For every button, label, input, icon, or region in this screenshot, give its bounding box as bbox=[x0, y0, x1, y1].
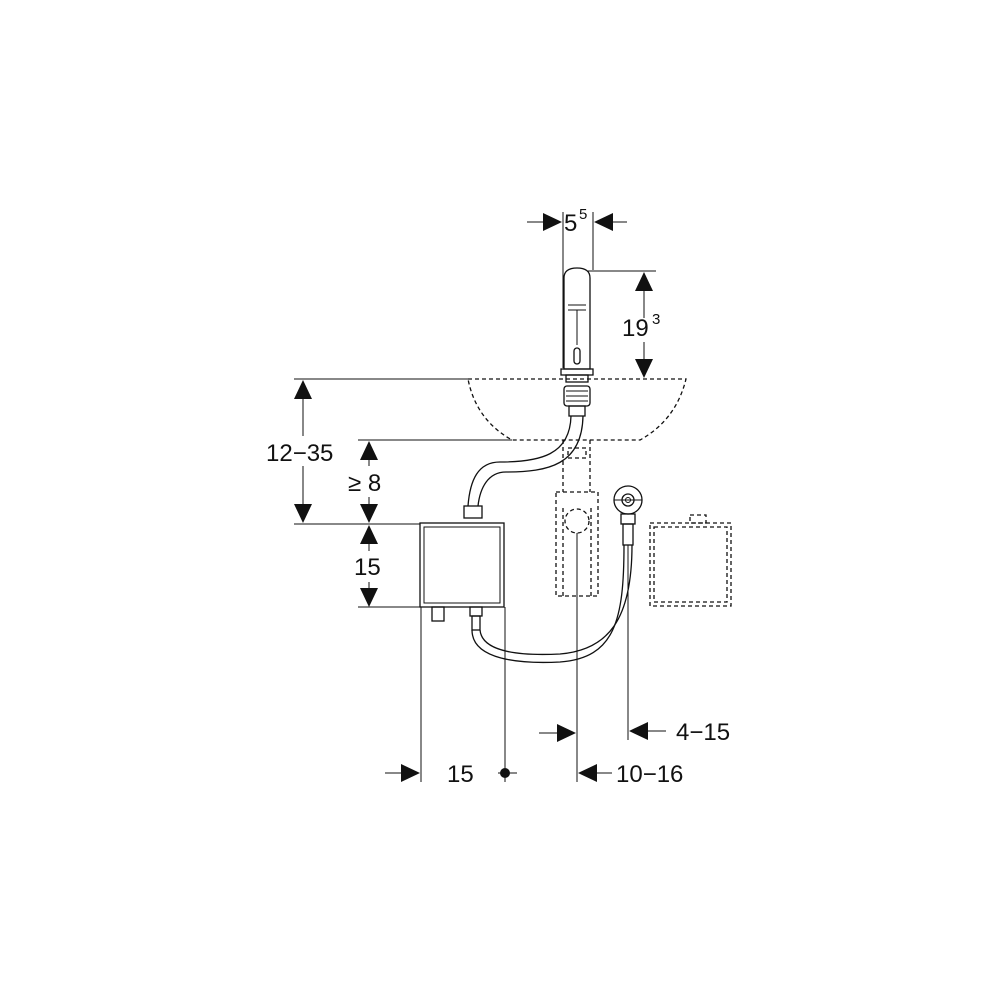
label-spout-height: 19 bbox=[622, 315, 649, 342]
flex-hose bbox=[463, 415, 584, 519]
dim-box-height bbox=[358, 525, 420, 608]
washbasin-outline bbox=[467, 378, 687, 492]
label-spout-width-sup: 5 bbox=[579, 206, 587, 223]
label-spout-height-sup: 3 bbox=[652, 311, 660, 328]
dim-box-width bbox=[385, 607, 517, 782]
dim-trap-offset bbox=[539, 533, 612, 782]
label-min-clearance: ≥ 8 bbox=[348, 470, 381, 497]
dim-basin-to-box bbox=[294, 378, 468, 525]
label-trap-offset: 10−16 bbox=[616, 761, 683, 788]
label-valve-offset: 4−15 bbox=[676, 719, 730, 746]
supply-hose bbox=[471, 544, 633, 664]
dim-spout-height bbox=[588, 270, 656, 378]
dim-spout-width bbox=[527, 212, 627, 368]
angle-valve bbox=[613, 485, 643, 546]
sensor-faucet bbox=[560, 267, 594, 417]
label-basin-to-box: 12−35 bbox=[266, 440, 333, 467]
siphon-trap bbox=[555, 491, 599, 597]
dim-valve-offset bbox=[627, 545, 666, 740]
label-spout-width: 5 bbox=[564, 210, 577, 237]
control-box bbox=[419, 522, 505, 631]
label-box-width: 15 bbox=[447, 761, 474, 788]
label-box-height: 15 bbox=[354, 554, 381, 581]
dim-min-clearance bbox=[358, 439, 512, 523]
optional-unit-outline bbox=[649, 514, 732, 607]
